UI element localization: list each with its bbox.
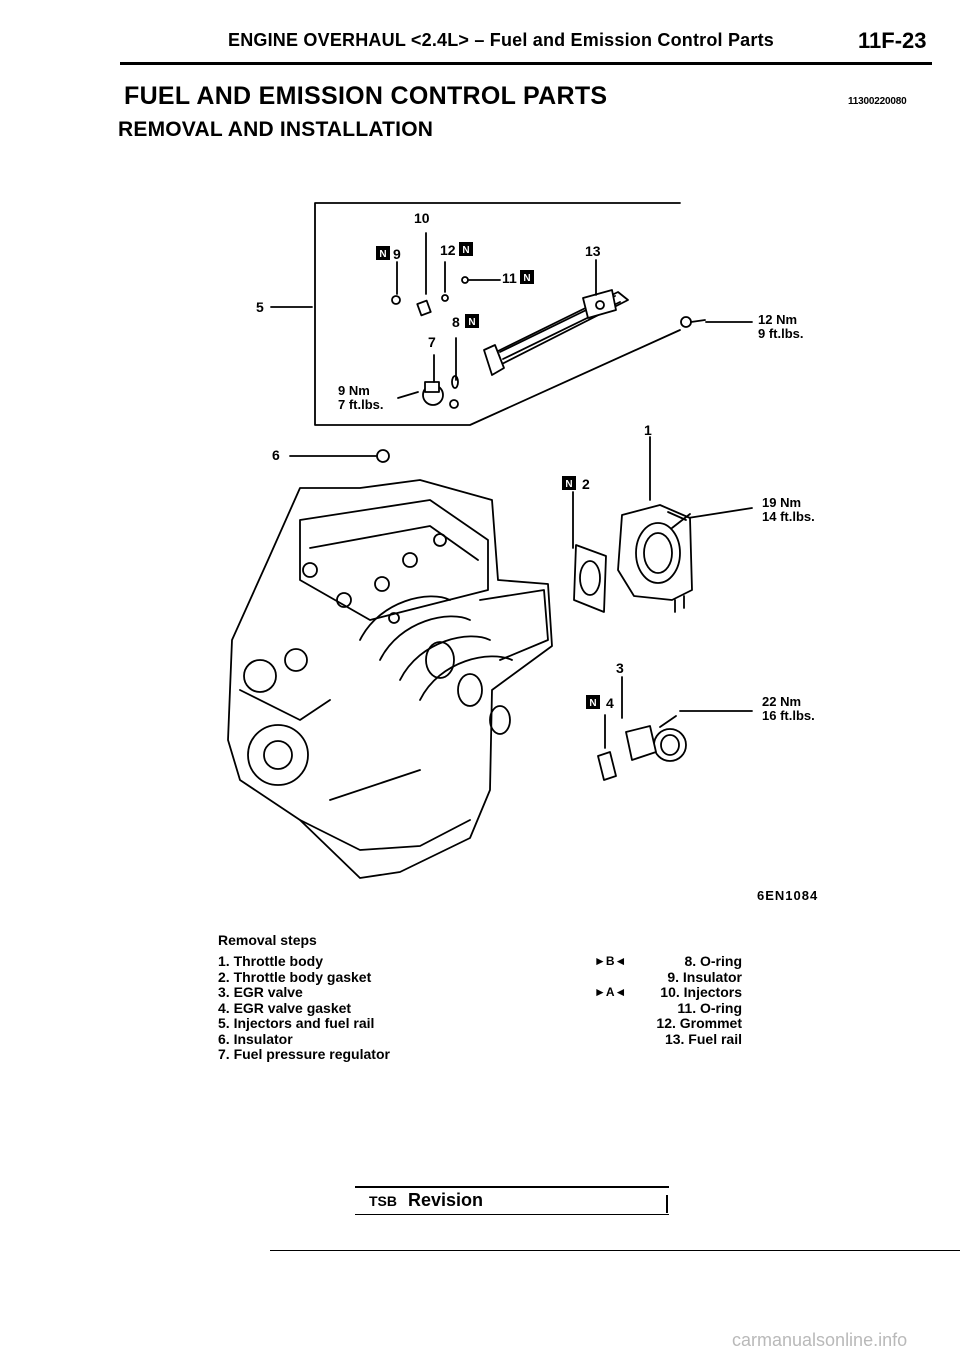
engine-exploded-diagram: N N N N N N: [227, 202, 753, 879]
header-rule: [120, 62, 932, 65]
removal-steps-markers: ►B◄ ►A◄: [594, 954, 626, 1001]
n-mark: N: [565, 479, 572, 490]
n-mark: N: [523, 273, 530, 284]
callout-2: 2: [582, 476, 590, 492]
subsection-title: REMOVAL AND INSTALLATION: [118, 118, 434, 141]
inset-frame: [314, 202, 681, 426]
torque-throttle-ft: 14 ft.lbs.: [762, 509, 815, 524]
list-item: 8. O-ring: [684, 953, 742, 969]
torque-regulator-nm: 9 Nm: [338, 383, 370, 398]
n-mark: N: [379, 249, 386, 260]
rail-bolt: [680, 316, 706, 328]
header-section-title: ENGINE OVERHAUL <2.4L> – Fuel and Emissi…: [228, 30, 774, 50]
list-item: 10. Injectors: [660, 984, 742, 1000]
n-mark: N: [462, 245, 469, 256]
list-item: 7. Fuel pressure regulator: [218, 1046, 390, 1062]
engine-block: [227, 479, 553, 879]
page-title: FUEL AND EMISSION CONTROL PARTS: [124, 82, 608, 110]
install-marker: ►B◄: [594, 954, 627, 968]
callout-1: 1: [644, 422, 652, 438]
list-item: 11. O-ring: [677, 999, 742, 1016]
list-item: 12. Grommet: [656, 1015, 742, 1031]
list-item: 9. Insulator: [667, 968, 742, 985]
figure-code: 6EN1084: [757, 888, 819, 903]
callout-5: 5: [256, 299, 264, 315]
callout-11: 11: [502, 270, 517, 286]
fuel-rail: [483, 289, 629, 376]
list-item: 2. Throttle body gasket: [218, 968, 372, 985]
torque-throttle-nm: 19 Nm: [762, 495, 802, 510]
torque-egr-nm: 22 Nm: [762, 694, 802, 709]
callout-12: 12: [440, 242, 456, 258]
list-item: 1. Throttle body: [218, 953, 323, 969]
throttle-body-gasket: [573, 544, 607, 613]
callout-3: 3: [616, 660, 624, 676]
callout-13: 13: [585, 243, 601, 259]
list-item: 4. EGR valve gasket: [218, 999, 352, 1016]
callout-7: 7: [428, 334, 436, 350]
egr-valve: [625, 715, 687, 762]
removal-steps-heading: Removal steps: [218, 932, 317, 948]
n-mark: N: [468, 317, 475, 328]
torque-rail-nm: 12 Nm: [758, 312, 798, 327]
torque-rail-ft: 9 ft.lbs.: [758, 326, 804, 341]
list-item: 5. Injectors and fuel rail: [218, 1015, 375, 1031]
tsb-divider: [666, 1195, 668, 1213]
page-number: 11F-23: [858, 28, 927, 53]
document-code: 11300220080: [848, 96, 907, 107]
footer-watermark: carmanualsonline.info: [732, 1330, 908, 1350]
tsb-revision-label: Revision: [408, 1190, 484, 1210]
n-mark: N: [589, 698, 596, 709]
callout-6: 6: [272, 447, 280, 463]
removal-steps-right: 8. O-ring 9. Insulator 10. Injectors 11.…: [622, 953, 742, 1047]
callout-10: 10: [414, 210, 430, 226]
callout-8: 8: [452, 314, 460, 330]
removal-steps-left: 1. Throttle body 2. Throttle body gasket…: [218, 953, 390, 1063]
callout-4: 4: [606, 695, 614, 711]
list-item: 3. EGR valve: [218, 984, 303, 1000]
torque-regulator-ft: 7 ft.lbs.: [338, 397, 384, 412]
list-item: 6. Insulator: [218, 1030, 293, 1047]
tsb-prefix: TSB: [369, 1193, 397, 1209]
install-marker: ►A◄: [594, 985, 627, 999]
fuel-pressure-regulator: [422, 375, 459, 409]
list-item: 13. Fuel rail: [664, 1030, 742, 1047]
torque-egr-ft: 16 ft.lbs.: [762, 708, 815, 723]
footer-rule: [270, 1250, 960, 1251]
callout-9: 9: [393, 246, 401, 262]
throttle-body: [617, 504, 693, 613]
tsb-revision-box: [355, 1186, 669, 1215]
